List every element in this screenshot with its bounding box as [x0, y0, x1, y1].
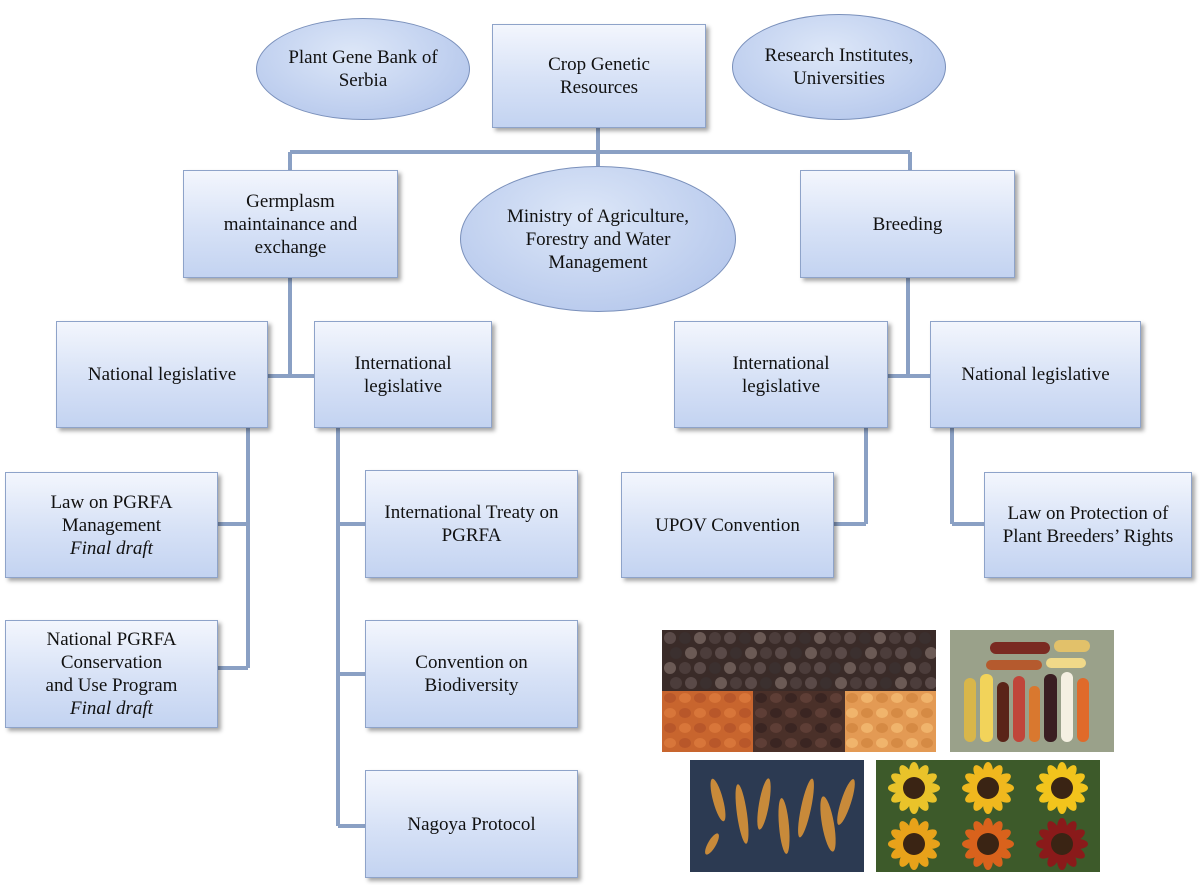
ministry-node: Ministry of Agriculture, Forestry and Wa…: [460, 166, 736, 312]
itpgrfa-node: International Treaty on PGRFA: [365, 470, 578, 578]
national-legislative-left-node: National legislative: [56, 321, 268, 428]
national-program-note: Final draft: [70, 698, 153, 719]
research-institutes-node: Research Institutes, Universities: [732, 14, 946, 120]
breeding-node: Breeding: [800, 170, 1015, 278]
international-legislative-left-node: International legislative: [314, 321, 492, 428]
sunflower-photo: [876, 760, 1100, 872]
ministry-label: Ministry of Agriculture, Forestry and Wa…: [506, 205, 690, 273]
research-institutes-label: Research Institutes, Universities: [764, 45, 914, 89]
crop-genetic-resources-node: Crop Genetic Resources: [492, 24, 706, 128]
national-legislative-right-label: National legislative: [961, 364, 1110, 385]
cbd-label: Convention on Biodiversity: [415, 652, 528, 696]
law-breeders-label: Law on Protection of Plant Breeders’ Rig…: [1002, 503, 1174, 547]
plant-gene-bank-node: Plant Gene Bank of Serbia: [256, 18, 470, 120]
maize-cobs-photo: [950, 630, 1114, 752]
breeding-label: Breeding: [872, 213, 943, 235]
national-program-line1: National PGRFA: [46, 629, 177, 650]
law-pgrfa-line2: Management: [61, 514, 162, 536]
law-breeders-node: Law on Protection of Plant Breeders’ Rig…: [984, 472, 1192, 578]
law-pgrfa-line1: Law on PGRFA: [50, 491, 173, 513]
itpgrfa-label: International Treaty on PGRFA: [384, 502, 559, 546]
international-legislative-right-label: International legislative: [732, 352, 830, 397]
international-legislative-right-node: International legislative: [674, 321, 888, 428]
upov-node: UPOV Convention: [621, 472, 834, 578]
upov-label: UPOV Convention: [655, 514, 800, 536]
cbd-node: Convention on Biodiversity: [365, 620, 578, 728]
plant-gene-bank-label: Plant Gene Bank of Serbia: [288, 47, 438, 91]
germplasm-node: Germplasm maintainance and exchange: [183, 170, 398, 278]
nagoya-label: Nagoya Protocol: [407, 813, 536, 835]
national-program-node: National PGRFA Conservation and Use Prog…: [5, 620, 218, 728]
national-legislative-left-label: National legislative: [87, 364, 237, 385]
wheat-ears-photo: [690, 760, 864, 872]
law-pgrfa-node: Law on PGRFA Management Final draft: [5, 472, 218, 578]
nagoya-node: Nagoya Protocol: [365, 770, 578, 878]
crop-genetic-resources-label: Crop Genetic Resources: [548, 54, 650, 98]
seed-photo: [662, 630, 936, 752]
national-program-line3: and Use Program: [45, 675, 178, 696]
national-legislative-right-node: National legislative: [930, 321, 1141, 428]
germplasm-label: Germplasm maintainance and exchange: [223, 190, 358, 258]
international-legislative-left-label: International legislative: [354, 352, 452, 397]
law-pgrfa-note: Final draft: [70, 537, 153, 559]
national-program-line2: Conservation: [60, 652, 163, 673]
